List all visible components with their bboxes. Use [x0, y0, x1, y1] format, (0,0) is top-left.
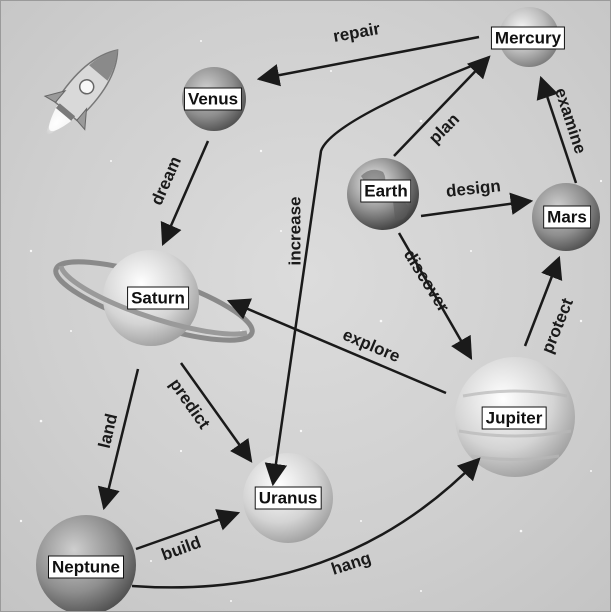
arrow-explore: [229, 301, 446, 393]
mars-label: Mars: [543, 206, 591, 229]
jupiter-label: Jupiter: [482, 407, 547, 430]
saturn-label: Saturn: [127, 287, 189, 310]
increase-label: increase: [286, 197, 306, 266]
neptune-label: Neptune: [48, 556, 124, 579]
mercury-label: Mercury: [491, 27, 565, 50]
arrow-repair: [259, 37, 479, 79]
earth-label: Earth: [360, 180, 411, 203]
venus-label: Venus: [184, 88, 242, 111]
rocket-icon: [27, 33, 138, 151]
arrow-design: [421, 201, 531, 216]
uranus-label: Uranus: [255, 487, 322, 510]
